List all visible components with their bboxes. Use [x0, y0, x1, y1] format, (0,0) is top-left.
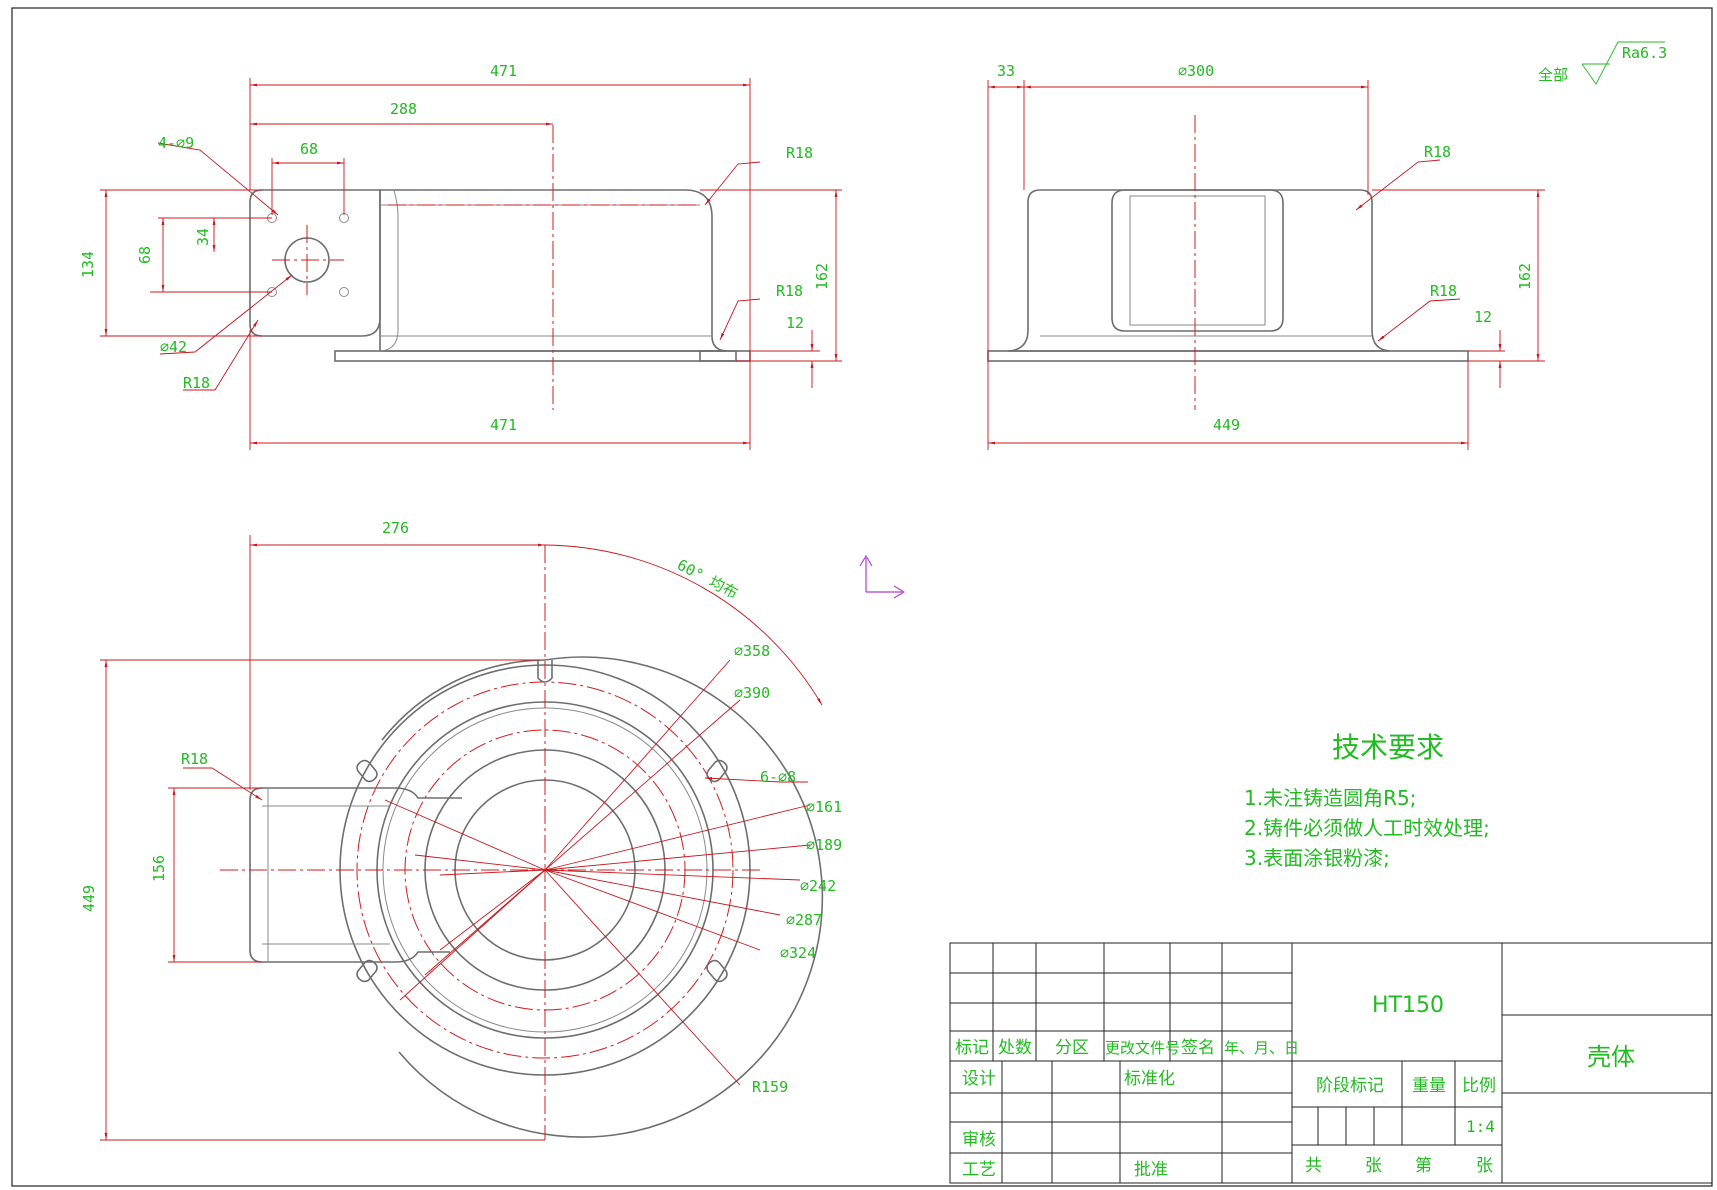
front-dim-dia42: ⌀42 [160, 338, 187, 356]
tb-process: 工艺 [962, 1160, 996, 1180]
front-dim-134: 134 [79, 251, 97, 278]
tb-standardization: 标准化 [1124, 1069, 1175, 1089]
tb-stage-mark: 阶段标记 [1316, 1076, 1384, 1096]
side-dim-r18-bottom: R18 [1430, 282, 1457, 300]
top-dim-dia358: ⌀358 [734, 642, 770, 660]
front-dim-r18-left: R18 [183, 374, 210, 392]
part-name: 壳体 [1587, 1043, 1635, 1071]
top-dim-449: 449 [80, 885, 98, 912]
tb-weight: 重量 [1412, 1076, 1446, 1096]
tb-sheet-no: 第 [1415, 1156, 1432, 1176]
tb-sheet-unit: 张 [1476, 1156, 1493, 1176]
front-dim-r18-top: R18 [786, 144, 813, 162]
tb-scale-label: 比例 [1462, 1076, 1496, 1096]
tb-header-zone: 分区 [1055, 1038, 1089, 1058]
front-dim-12: 12 [786, 314, 804, 332]
title-block [949, 942, 1713, 1184]
tech-req-item-2: 2.铸件必须做人工时效处理; [1244, 816, 1490, 840]
front-view [100, 78, 842, 450]
tb-header-change-doc: 更改文件号 [1105, 1039, 1180, 1057]
tech-req-item-3: 3.表面涂银粉漆; [1244, 846, 1390, 870]
tech-req-item-1: 1.未注铸造圆角R5; [1244, 786, 1416, 810]
side-dim-12: 12 [1474, 308, 1492, 326]
front-dim-34: 34 [194, 228, 212, 246]
tb-header-mark: 标记 [955, 1038, 989, 1058]
front-dim-hole-4x9: 4-⌀9 [158, 134, 194, 152]
top-dim-dia242: ⌀242 [800, 877, 836, 895]
tb-design: 设计 [962, 1069, 996, 1089]
top-dim-156: 156 [150, 855, 168, 882]
tb-header-count: 处数 [998, 1038, 1032, 1058]
front-dim-68-horiz: 68 [300, 140, 318, 158]
side-view [987, 80, 1545, 450]
side-dim-449: 449 [1213, 416, 1240, 434]
roughness-scope: 全部 [1538, 66, 1568, 84]
tb-approve: 批准 [1134, 1160, 1168, 1180]
side-dim-r18-top: R18 [1424, 143, 1451, 161]
side-dim-33: 33 [997, 62, 1015, 80]
front-dim-471-bottom: 471 [490, 416, 517, 434]
side-dim-162: 162 [1516, 263, 1534, 290]
roughness-symbol [1581, 41, 1665, 85]
front-dim-288: 288 [390, 100, 417, 118]
tb-review: 审核 [962, 1130, 996, 1150]
top-dim-r18: R18 [181, 750, 208, 768]
top-dim-60deg: 60° 均布 [674, 556, 741, 603]
material-label: HT150 [1372, 993, 1444, 1018]
roughness-value: Ra6.3 [1622, 44, 1667, 62]
side-dim-dia300: ⌀300 [1178, 62, 1214, 80]
top-dim-dia390: ⌀390 [734, 684, 770, 702]
top-dim-276: 276 [382, 519, 409, 537]
tb-scale-value: 1:4 [1466, 1117, 1495, 1136]
tb-sheets: 张 [1365, 1156, 1382, 1176]
front-dim-r18-bottom: R18 [776, 282, 803, 300]
top-dim-dia189: ⌀189 [806, 836, 842, 854]
top-dim-r159: R159 [752, 1078, 788, 1096]
tech-req-title: 技术要求 [1332, 731, 1444, 764]
front-dim-471-top: 471 [490, 62, 517, 80]
front-dim-68-vert: 68 [136, 246, 154, 264]
tb-total: 共 [1305, 1156, 1322, 1176]
front-dim-162: 162 [813, 263, 831, 290]
sheet-border [11, 7, 1713, 1187]
ucs-icon [859, 554, 906, 599]
top-dim-dia161: ⌀161 [806, 798, 842, 816]
top-dim-dia287: ⌀287 [786, 911, 822, 929]
top-view [100, 535, 824, 1141]
top-dim-6x8: 6-⌀8 [760, 768, 796, 786]
top-dim-dia324: ⌀324 [780, 944, 816, 962]
tb-header-signature: 签名 [1181, 1038, 1215, 1058]
tb-header-date: 年、月、日 [1224, 1039, 1299, 1057]
